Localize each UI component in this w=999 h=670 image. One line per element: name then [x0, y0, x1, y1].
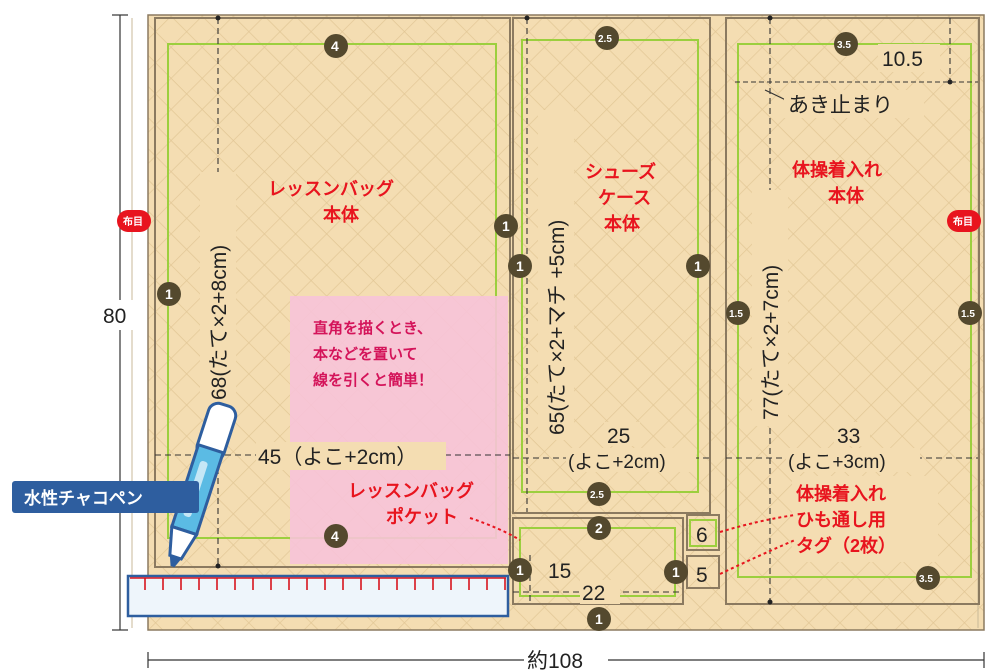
- svg-text:1.5: 1.5: [729, 309, 743, 320]
- seam-badge-shoe-left: 1: [508, 254, 532, 278]
- svg-text:2: 2: [595, 520, 603, 536]
- tip-note-line-2: 本などを置いて: [313, 345, 418, 363]
- svg-text:4: 4: [331, 38, 339, 54]
- seam-badge-gym-left: 1.5: [726, 301, 750, 325]
- tag-label-1: 体操着入れ: [796, 483, 886, 504]
- svg-text:1: 1: [165, 286, 173, 302]
- seam-badge-lesson-top: 4: [324, 34, 348, 58]
- seam-allowance-badges: 4 1 1 4 2.5 1 1 2.5 3.5 1.5 1.5 3.5 2 1 …: [157, 26, 982, 631]
- seam-badge-pocket-left: 1: [508, 558, 532, 582]
- shoe-case-label-2: ケース: [598, 188, 651, 208]
- lesson-height-label: 68(たて×2+8cm): [208, 245, 231, 400]
- svg-text:2.5: 2.5: [590, 490, 604, 501]
- pocket-width-label: 22: [582, 582, 605, 605]
- seam-badge-shoe-bottom: 2.5: [587, 482, 611, 506]
- shoe-case-label-3: 本体: [604, 213, 641, 234]
- svg-text:布目: 布目: [953, 215, 973, 228]
- seam-badge-gym-right: 1.5: [958, 301, 982, 325]
- opening-stop-label: あき止まり: [788, 94, 893, 117]
- tag-pointer-bottom: [719, 539, 796, 575]
- seam-badge-shoe-top: 2.5: [595, 26, 619, 50]
- gym-height-label: 77(たて×2+7cm): [760, 265, 783, 420]
- seam-badge-pocket-bottom: 1: [587, 607, 611, 631]
- shoe-width-number: 25: [607, 425, 630, 448]
- tip-note-line-3: 線を引くと簡単！: [313, 371, 433, 389]
- svg-text:水性チャコペン: 水性チャコペン: [24, 488, 143, 508]
- svg-text:布目: 布目: [123, 215, 143, 228]
- shoe-case-label-1: シューズ: [585, 161, 656, 182]
- svg-text:3.5: 3.5: [919, 574, 933, 585]
- total-height-label: 80: [103, 305, 126, 328]
- tag-label-2: ひも通し用: [796, 510, 886, 530]
- selvage-badge-left: 布目: [117, 210, 151, 232]
- svg-text:1: 1: [694, 258, 702, 274]
- selvage-badge-right: 布目: [947, 210, 981, 232]
- seam-badge-gym-bottom: 3.5: [916, 566, 940, 590]
- seam-badge-shoe-right: 1: [686, 254, 710, 278]
- tag-outline-top: [686, 514, 720, 551]
- svg-text:2.5: 2.5: [598, 34, 612, 45]
- ruler-illustration: [126, 574, 510, 618]
- gym-width-note: (よこ+3cm): [788, 452, 886, 473]
- tag-height-label: 5: [696, 564, 708, 587]
- pocket-pointer: [469, 517, 521, 541]
- tag-seam-guide: [689, 519, 717, 547]
- svg-text:1.5: 1.5: [961, 309, 975, 320]
- shoe-width-note: (よこ+2cm): [568, 452, 666, 473]
- lesson-bag-body-label-2: 本体: [323, 204, 360, 225]
- tag-pointer-top: [719, 514, 796, 533]
- seam-badge-pocket-top: 2: [587, 516, 611, 540]
- seam-badge-lesson-right: 1: [494, 214, 518, 238]
- pocket-label-1: レッスンバッグ: [348, 480, 474, 501]
- gym-bag-body-label-1: 体操着入れ: [792, 159, 882, 180]
- pocket-height-label: 15: [548, 560, 571, 583]
- svg-text:1: 1: [672, 564, 680, 580]
- svg-text:1: 1: [516, 258, 524, 274]
- lesson-bag-body-outline: [154, 17, 511, 568]
- svg-text:1: 1: [595, 611, 603, 627]
- opening-offset-label: 10.5: [882, 48, 923, 71]
- svg-text:1: 1: [502, 218, 510, 234]
- gym-width-number: 33: [837, 425, 860, 448]
- lesson-bag-body-label-1: レッスンバッグ: [268, 178, 394, 199]
- seam-badge-tag-left: 1: [664, 560, 688, 584]
- lesson-width-label: 45（よこ+2cm）: [258, 446, 417, 469]
- seam-badge-lesson-left: 1: [157, 282, 181, 306]
- svg-text:4: 4: [331, 528, 339, 544]
- tip-note-line-1: 直角を描くとき、: [313, 319, 432, 337]
- tag-width-label: 6: [696, 524, 708, 547]
- shoe-height-label: 65(たて×2+マチ +5cm): [546, 220, 569, 435]
- pen-label: 水性チャコペン: [12, 481, 199, 513]
- seam-badge-lesson-pocket-top: 4: [324, 524, 348, 548]
- total-width-label: 約108: [527, 650, 583, 670]
- svg-text:1: 1: [516, 562, 524, 578]
- seam-badge-gym-top: 3.5: [834, 32, 858, 56]
- pocket-label-2: ポケット: [386, 506, 458, 527]
- svg-text:3.5: 3.5: [837, 40, 851, 51]
- tag-label-3: タグ（2枚）: [796, 535, 896, 556]
- gym-bag-body-label-2: 本体: [828, 185, 865, 206]
